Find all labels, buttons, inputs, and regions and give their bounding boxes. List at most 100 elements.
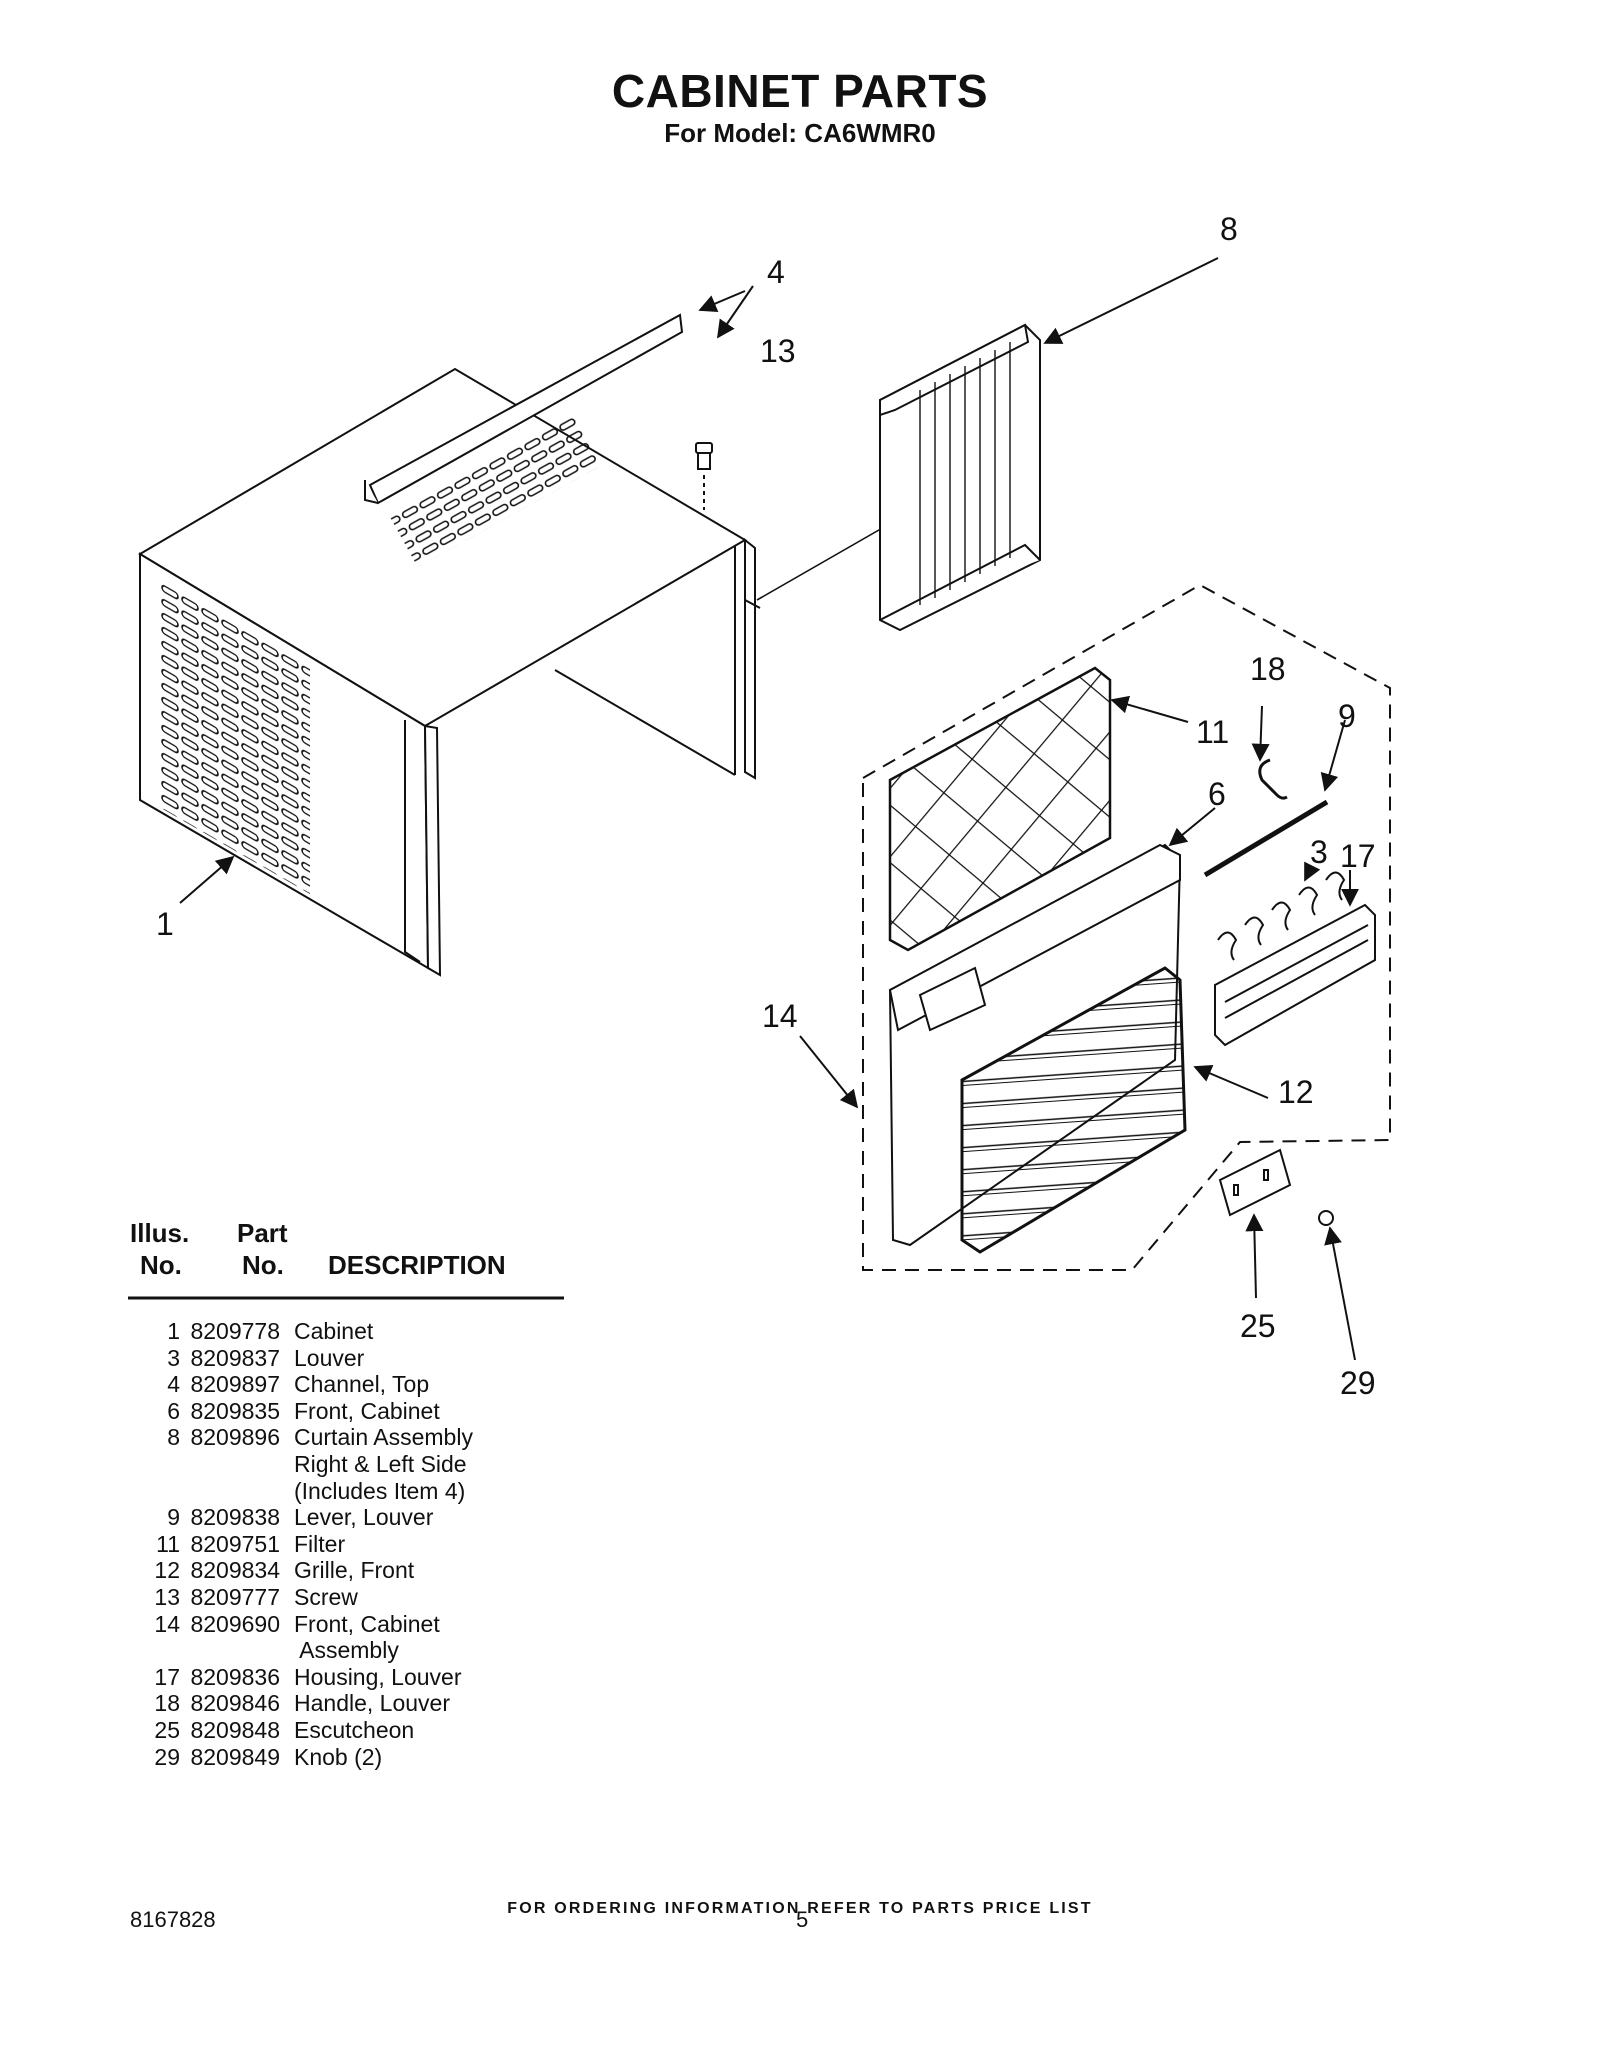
- callout-8: 8: [1220, 211, 1238, 247]
- part-no-cell: 8209751: [190, 1530, 280, 1557]
- callout-4: 4: [767, 254, 785, 290]
- description-cell: Right & Left Side: [294, 1450, 467, 1477]
- part-no-cell: [180, 1637, 280, 1664]
- table-row: 1 8209778 Cabinet: [122, 1318, 473, 1345]
- illus-no-cell: [122, 1637, 180, 1664]
- curtain-assembly-part: [879, 323, 1041, 632]
- description-cell: Lever, Louver: [294, 1504, 434, 1531]
- description-cell: Cabinet: [294, 1318, 374, 1344]
- illus-no-cell: 1: [167, 1318, 180, 1344]
- table-row: 18 8209846 Handle, Louver: [122, 1690, 473, 1717]
- table-row: Right & Left Side: [122, 1451, 473, 1478]
- callout-29: 29: [1340, 1365, 1376, 1401]
- table-row: 17 8209836 Housing, Louver: [122, 1664, 473, 1691]
- front-assembly-boundary: [862, 583, 1391, 1271]
- table-row: 4 8209897 Channel, Top: [122, 1371, 473, 1398]
- part-no-cell: 8209834: [190, 1557, 280, 1584]
- part-no-cell: 8209837: [190, 1344, 280, 1371]
- page-number: 5: [796, 1907, 809, 1932]
- cabinet-top-vents: [388, 412, 602, 568]
- callout-17: 17: [1340, 838, 1376, 874]
- callout-9: 9: [1338, 698, 1356, 734]
- illus-no-cell: 4: [167, 1371, 180, 1398]
- parts-table: Illus. No. Part No. DESCRIPTION: [122, 1218, 562, 1280]
- louver-lever-part: [1203, 799, 1329, 878]
- callout-11: 11: [1196, 714, 1230, 750]
- callout-1: 1: [156, 906, 174, 942]
- description-cell: (Includes Item 4): [294, 1477, 466, 1504]
- illus-no-cell: 13: [154, 1583, 180, 1610]
- description-cell: Knob (2): [294, 1743, 383, 1770]
- part-no-cell: 8209897: [190, 1371, 280, 1398]
- part-no-cell: 8209836: [190, 1663, 280, 1690]
- filter-part: [888, 666, 1112, 952]
- description-cell: Housing, Louver: [294, 1663, 462, 1690]
- header-part-top: Part: [237, 1218, 288, 1248]
- description-cell: Assembly: [294, 1637, 399, 1664]
- description-cell: Grille, Front: [294, 1557, 415, 1584]
- header-part-bottom: No.: [242, 1250, 284, 1280]
- callout-13: 13: [760, 333, 796, 369]
- description-cell: Front, Cabinet: [294, 1397, 440, 1424]
- part-no-cell: 8209835: [190, 1397, 280, 1424]
- table-row: 29 8209849 Knob (2): [122, 1744, 473, 1771]
- screw-part: [695, 442, 713, 510]
- part-no-cell: 8209778: [190, 1318, 280, 1344]
- illus-no-cell: 17: [154, 1663, 180, 1690]
- description-cell: Screw: [294, 1583, 358, 1610]
- front-grille-part: [960, 966, 1187, 1254]
- illus-no-cell: 6: [167, 1397, 180, 1424]
- description-cell: Handle, Louver: [294, 1690, 450, 1717]
- illus-no-cell: 29: [154, 1743, 180, 1770]
- table-row: 11 8209751 Filter: [122, 1531, 473, 1558]
- illus-no-cell: [122, 1478, 180, 1505]
- part-no-cell: 8209848: [190, 1716, 280, 1743]
- table-header-rule: [128, 1296, 564, 1300]
- illus-no-cell: 12: [154, 1557, 180, 1584]
- callout-6: 6: [1208, 776, 1226, 812]
- callout-leaders: [179, 257, 1359, 1361]
- page-title: CABINET PARTS: [611, 65, 989, 117]
- illus-no-cell: 25: [154, 1716, 180, 1743]
- illus-no-cell: 18: [154, 1690, 180, 1717]
- knob-part: [1318, 1210, 1334, 1226]
- part-no-cell: 8209690: [190, 1610, 280, 1637]
- table-row: 13 8209777 Screw: [122, 1584, 473, 1611]
- louver-housing-part: [1214, 903, 1376, 1047]
- illus-no-cell: 11: [156, 1530, 180, 1557]
- document-number: 8167828: [130, 1907, 216, 1932]
- table-row: 3 8209837 Louver: [122, 1345, 473, 1372]
- illus-no-cell: 14: [154, 1610, 180, 1637]
- parts-table-header: Illus. No. Part No. DESCRIPTION: [122, 1218, 562, 1280]
- callout-18: 18: [1250, 651, 1286, 687]
- louver-handle-part: [1258, 758, 1288, 800]
- parts-table-body: 1 8209778 Cabinet 3 8209837 Louver 4 8209897 Cha…: [122, 1318, 473, 1770]
- callout-25: 25: [1240, 1308, 1276, 1344]
- table-row: Assembly: [122, 1637, 473, 1664]
- part-no-cell: [180, 1451, 280, 1478]
- description-cell: Front, Cabinet: [294, 1610, 440, 1637]
- part-no-cell: [180, 1478, 280, 1505]
- description-cell: Channel, Top: [294, 1371, 430, 1398]
- header-illus-bottom: No.: [140, 1250, 182, 1280]
- callout-12: 12: [1278, 1074, 1314, 1110]
- description-cell: Curtain Assembly: [294, 1424, 473, 1451]
- callout-3: 3: [1310, 834, 1328, 870]
- table-row: 9 8209838 Lever, Louver: [122, 1504, 473, 1531]
- header-illus-top: Illus.: [130, 1218, 190, 1248]
- part-no-cell: 8209838: [190, 1504, 280, 1531]
- description-cell: Filter: [294, 1530, 346, 1557]
- table-row: 25 8209848 Escutcheon: [122, 1717, 473, 1744]
- illus-no-cell: 9: [167, 1504, 180, 1531]
- part-no-cell: 8209849: [190, 1743, 280, 1770]
- description-cell: Louver: [294, 1344, 365, 1371]
- part-no-cell: 8209777: [190, 1583, 280, 1610]
- table-row: (Includes Item 4): [122, 1478, 473, 1505]
- part-no-cell: 8209846: [190, 1690, 280, 1717]
- table-row: 14 8209690 Front, Cabinet: [122, 1611, 473, 1638]
- illus-no-cell: 8: [167, 1424, 180, 1451]
- illus-no-cell: 3: [167, 1344, 180, 1371]
- illus-no-cell: [122, 1451, 180, 1478]
- cabinet-side-vents: [160, 582, 310, 894]
- description-cell: Escutcheon: [294, 1716, 415, 1743]
